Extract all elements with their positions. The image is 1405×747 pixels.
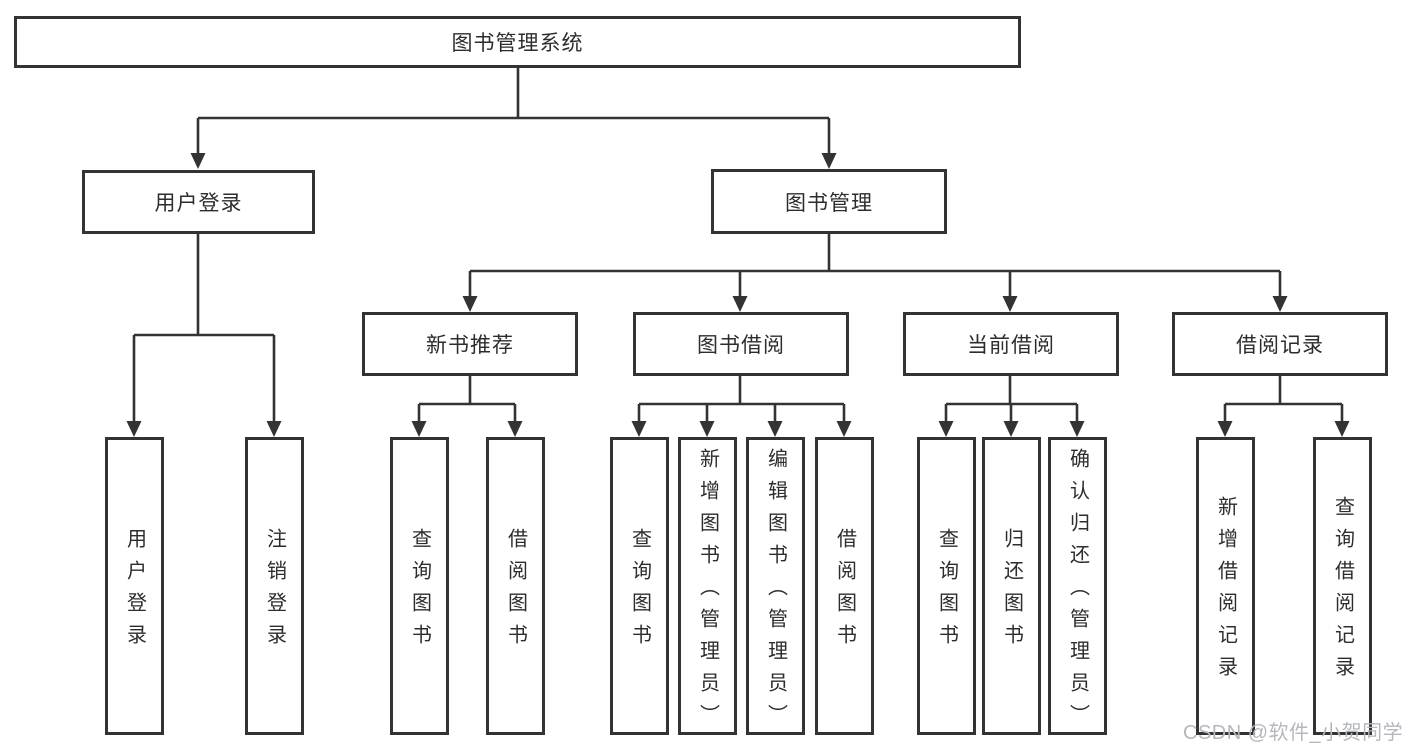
node-label: 归还图书: [1000, 528, 1023, 656]
node-label: 注销登录: [263, 528, 286, 656]
node-label: 借阅图书: [504, 528, 527, 656]
leaf-edit-book-admin: 编辑图书（管理员）: [746, 437, 805, 736]
node-label: 图书管理系统: [451, 32, 584, 55]
node-label: 新书推荐: [426, 334, 514, 357]
leaf-return-books: 归还图书: [982, 437, 1041, 735]
node-current-borrowing: 当前借阅: [903, 312, 1119, 376]
node-label: 新增借阅记录: [1214, 496, 1237, 688]
node-label: 当前借阅: [967, 334, 1055, 357]
leaf-query-borrow-record: 查询借阅记录: [1313, 437, 1372, 735]
node-label: 用户登录: [154, 192, 243, 215]
node-book-borrowing: 图书借阅: [633, 312, 849, 376]
arrowheads: [126, 153, 1350, 437]
leaf-borrow-books-recommend: 借阅图书: [486, 437, 545, 735]
node-label: 新增图书（管理员）: [696, 448, 719, 736]
leaf-confirm-return-admin: 确认归还（管理员）: [1048, 437, 1107, 736]
leaf-query-books-current: 查询图书: [917, 437, 976, 735]
leaf-query-books-recommend: 查询图书: [390, 437, 449, 735]
node-label: 图书管理: [785, 191, 873, 215]
node-label: 查询图书: [628, 528, 651, 656]
node-label: 借阅记录: [1236, 334, 1324, 357]
node-borrowing-records: 借阅记录: [1172, 312, 1388, 376]
leaf-query-books-borrowing: 查询图书: [610, 437, 669, 735]
node-label: 编辑图书（管理员）: [764, 448, 787, 736]
csdn-watermark: CSDN @软件_小贺同学: [1183, 722, 1404, 744]
node-user-login: 用户登录: [82, 170, 315, 234]
node-label: 查询图书: [935, 528, 958, 656]
node-label: 查询借阅记录: [1331, 496, 1354, 688]
node-library-management-system: 图书管理系统: [14, 16, 1021, 68]
node-label: 用户登录: [123, 528, 146, 656]
node-new-book-recommend: 新书推荐: [362, 312, 578, 376]
node-label: 查询图书: [408, 528, 431, 656]
node-label: 借阅图书: [833, 528, 856, 656]
leaf-borrow-books-borrowing: 借阅图书: [815, 437, 874, 735]
leaf-logout: 注销登录: [245, 437, 304, 735]
node-book-management: 图书管理: [711, 169, 947, 234]
node-label: 图书借阅: [697, 334, 785, 357]
node-label: 确认归还（管理员）: [1066, 448, 1089, 736]
leaf-add-book-admin: 新增图书（管理员）: [678, 437, 737, 736]
leaf-user-login: 用户登录: [105, 437, 164, 735]
leaf-add-borrow-record: 新增借阅记录: [1196, 437, 1255, 735]
